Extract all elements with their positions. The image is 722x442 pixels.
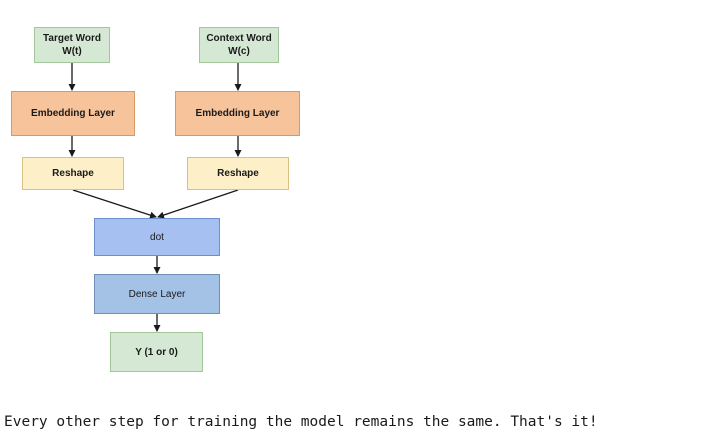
reshape-right-label: Reshape — [217, 168, 259, 179]
node-output: Y (1 or 0) — [110, 332, 203, 372]
dense-layer-label: Dense Layer — [128, 288, 186, 300]
node-reshape-right: Reshape — [187, 157, 289, 190]
target-word-symbol: W(t) — [62, 46, 82, 57]
node-embedding-layer-left: Embedding Layer — [11, 91, 135, 136]
arrow-reshape-right-to-dot — [157, 189, 239, 219]
output-label: Y (1 or 0) — [135, 346, 178, 358]
node-dot: dot — [94, 218, 220, 256]
node-dense-layer: Dense Layer — [94, 274, 220, 314]
node-embedding-layer-right: Embedding Layer — [175, 91, 300, 136]
embedding-layer-left-label: Embedding Layer — [31, 108, 115, 119]
node-target-word: Target Word W(t) — [34, 27, 110, 63]
caption-text: Every other step for training the model … — [4, 414, 598, 430]
context-word-label: Context Word — [206, 33, 272, 44]
node-reshape-left: Reshape — [22, 157, 124, 190]
embedding-layer-right-label: Embedding Layer — [195, 108, 280, 119]
arrow-reshape-left-to-dot — [72, 189, 157, 219]
reshape-left-label: Reshape — [52, 168, 94, 179]
dot-label: dot — [150, 231, 164, 243]
context-word-symbol: W(c) — [228, 46, 250, 57]
node-context-word: Context Word W(c) — [199, 27, 279, 63]
target-word-label: Target Word — [43, 33, 101, 44]
